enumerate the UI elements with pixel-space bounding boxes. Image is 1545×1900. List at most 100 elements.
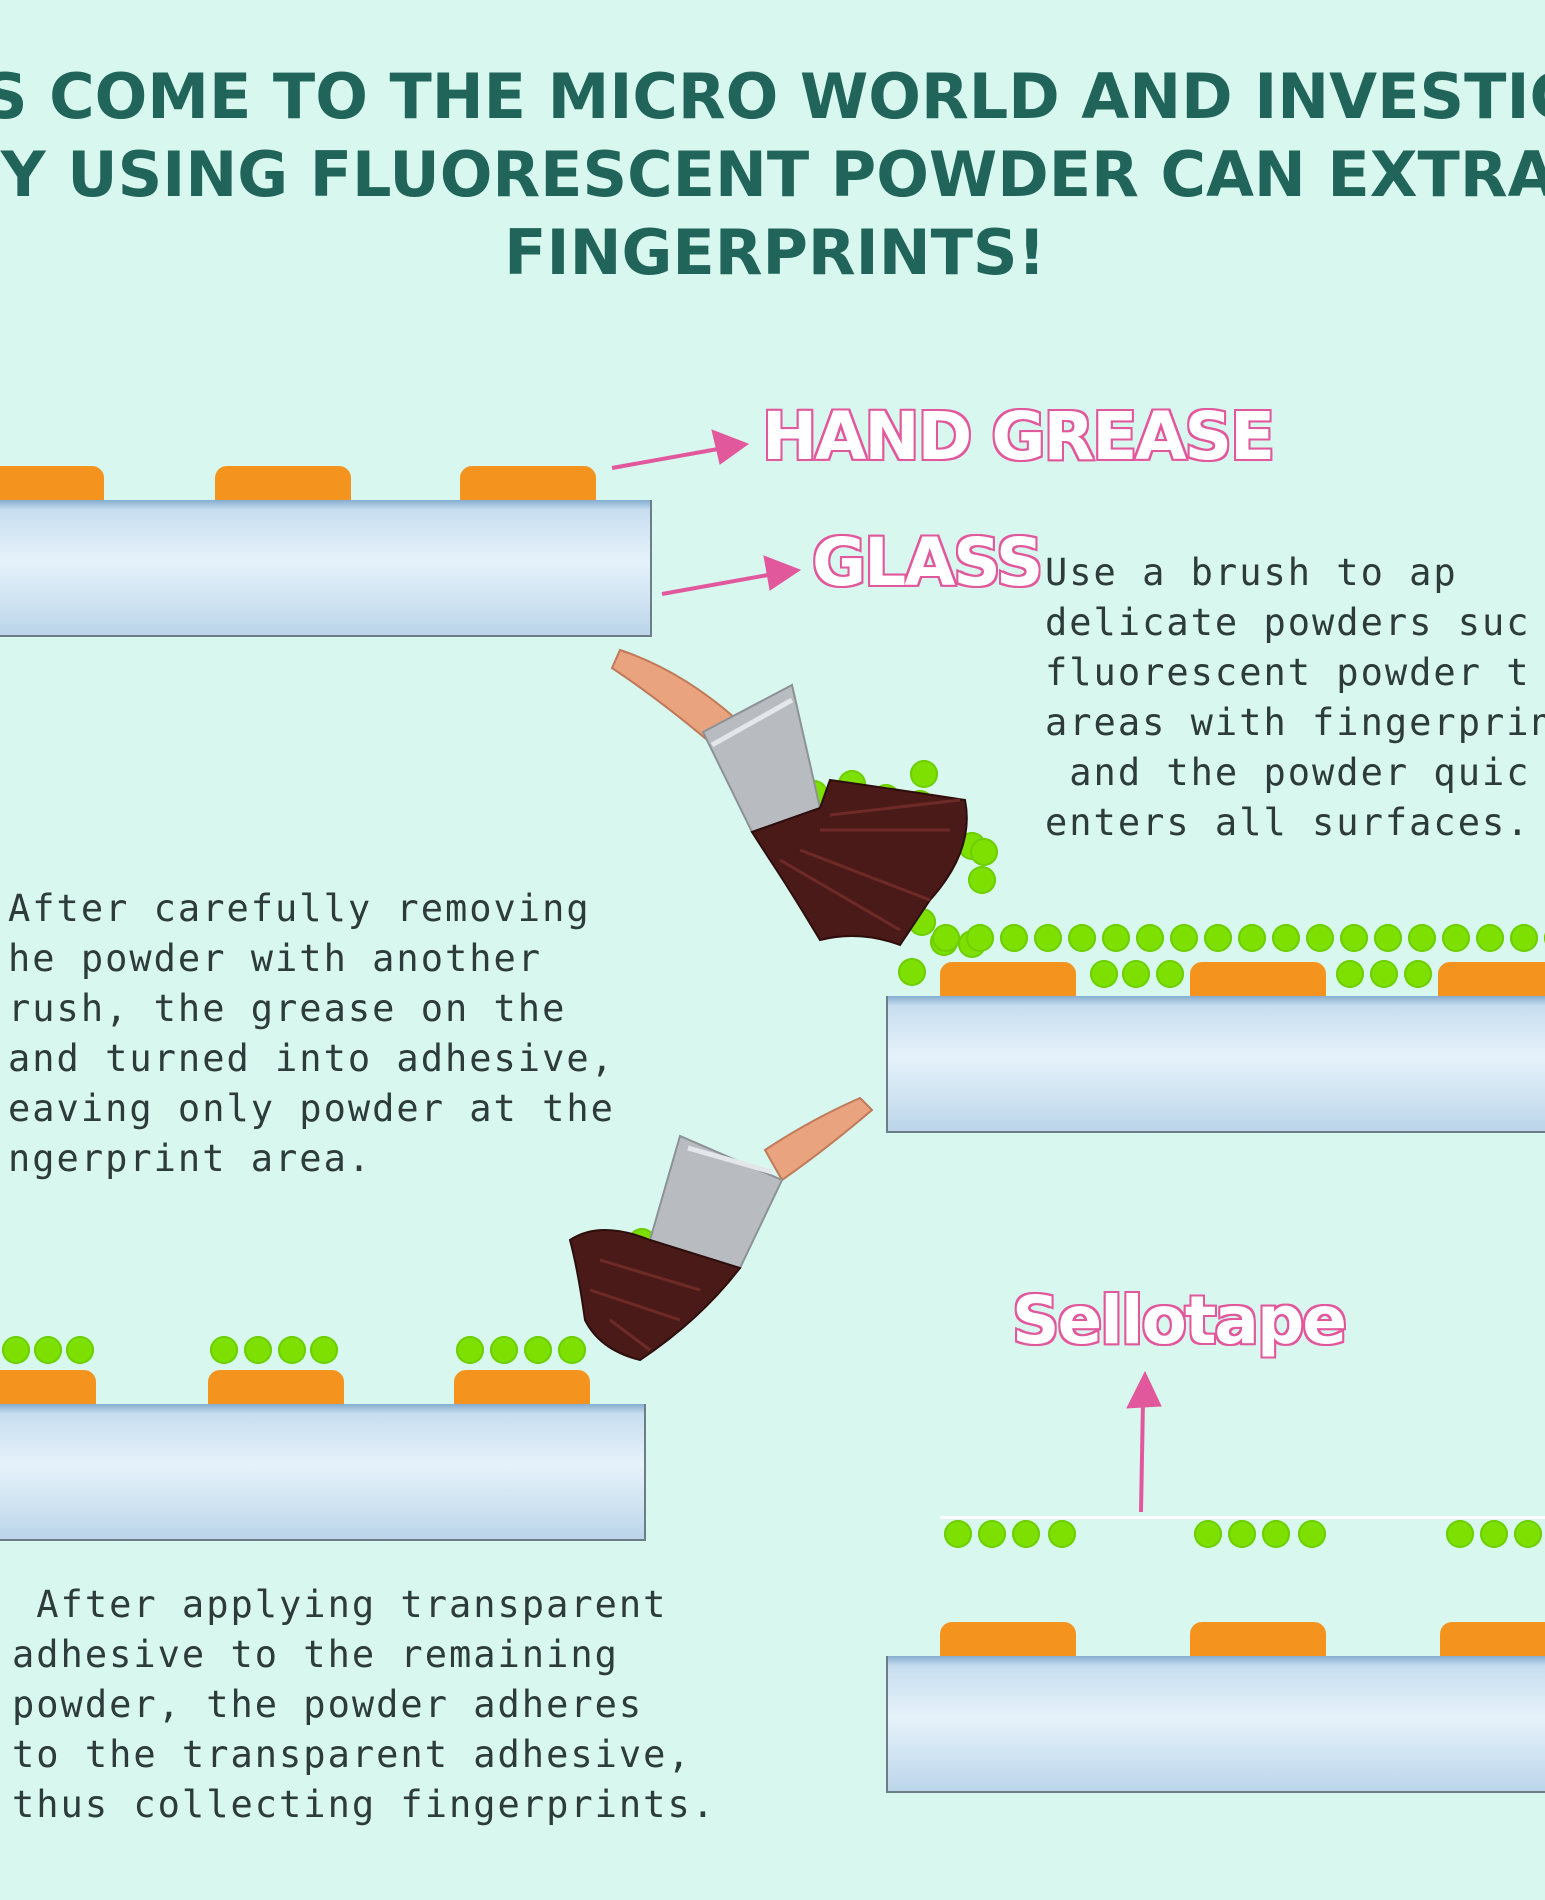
powder-dot	[34, 1336, 62, 1364]
powder-dot	[1170, 924, 1198, 952]
grease-deposit	[208, 1370, 344, 1406]
hand-grease-label: HAND GREASE	[760, 396, 1277, 477]
paintbrush-icon	[610, 648, 968, 947]
description-line: enters all surfaces.	[1045, 801, 1531, 844]
description-line: and the powder quic	[1045, 751, 1531, 794]
powder-dot	[1476, 924, 1504, 952]
powder-dot	[456, 1336, 484, 1364]
powder-dot	[1156, 960, 1184, 988]
description-line: Use a brush to ap	[1045, 551, 1458, 594]
powder-dot	[932, 924, 960, 952]
title-line-3: FINGERPRINTS!	[504, 216, 1046, 289]
description-line: areas with fingerprin	[1045, 701, 1545, 744]
description-line: eaving only powder at the	[8, 1087, 615, 1130]
description-line: adhesive to the remaining	[12, 1633, 619, 1676]
step-3-description: After applying transparent adhesive to th…	[12, 1580, 716, 1830]
powder-dot	[1446, 1520, 1474, 1548]
powder-dot	[1306, 924, 1334, 952]
grease-deposit	[460, 466, 596, 502]
description-line: ngerprint area.	[8, 1137, 373, 1180]
arrow-right-icon	[661, 555, 802, 596]
powder-dot	[970, 838, 998, 866]
powder-dot	[1204, 924, 1232, 952]
page-title: T'S COME TO THE MICRO WORLD AND INVESTIG…	[0, 58, 1545, 292]
title-line-2: HY USING FLUORESCENT POWDER CAN EXTRAC	[0, 138, 1545, 211]
grease-deposit	[1190, 962, 1326, 998]
powder-dot	[1480, 1520, 1508, 1548]
grease-deposit	[940, 1622, 1076, 1658]
description-line: he powder with another	[8, 937, 543, 980]
powder-dot	[1194, 1520, 1222, 1548]
description-line: After applying transparent	[12, 1583, 668, 1626]
powder-dot	[2, 1336, 30, 1364]
grease-deposit	[215, 466, 351, 502]
grease-deposit	[1440, 1622, 1545, 1658]
sellotape-strip	[940, 1516, 1545, 1519]
grease-deposit	[940, 962, 1076, 998]
description-line: powder, the powder adheres	[12, 1683, 644, 1726]
powder-dot	[490, 1336, 518, 1364]
powder-dot	[1238, 924, 1266, 952]
powder-dot	[66, 1336, 94, 1364]
powder-dot	[1012, 1520, 1040, 1548]
paintbrush-icon	[568, 1096, 874, 1362]
glass-slab	[0, 500, 652, 637]
powder-dot	[210, 1336, 238, 1364]
powder-dot	[1272, 924, 1300, 952]
powder-dot	[310, 1336, 338, 1364]
powder-dot	[1514, 1520, 1542, 1548]
powder-dot	[898, 958, 926, 986]
sellotape-label: Sellotape	[1010, 1280, 1349, 1361]
glass-label: GLASS	[810, 522, 1045, 603]
powder-dot	[1370, 960, 1398, 988]
grease-deposit	[454, 1370, 590, 1406]
glass-slab	[886, 996, 1545, 1133]
powder-dot	[1298, 1520, 1326, 1548]
powder-dot	[278, 1336, 306, 1364]
powder-dot	[1068, 924, 1096, 952]
glass-slab	[0, 1404, 646, 1541]
grease-deposit	[1438, 962, 1545, 998]
powder-dot	[244, 1336, 272, 1364]
arrow-up-icon	[1126, 1370, 1162, 1513]
grease-deposit	[0, 466, 104, 502]
powder-dot	[1262, 1520, 1290, 1548]
step-1-description: Use a brush to ap delicate powders suc flu…	[1045, 548, 1545, 848]
powder-dot	[1408, 924, 1436, 952]
description-line: fluorescent powder t	[1045, 651, 1531, 694]
powder-dot	[1340, 924, 1368, 952]
powder-dot	[1374, 924, 1402, 952]
powder-dot	[1404, 960, 1432, 988]
grease-deposit	[0, 1370, 96, 1406]
description-line: delicate powders suc	[1045, 601, 1531, 644]
powder-dot	[1048, 1520, 1076, 1548]
title-line-1: T'S COME TO THE MICRO WORLD AND INVESTIG…	[0, 60, 1545, 133]
powder-dot	[1000, 924, 1028, 952]
description-line: to the transparent adhesive,	[12, 1733, 692, 1776]
powder-dot	[1336, 960, 1364, 988]
powder-dot	[524, 1336, 552, 1364]
powder-dot	[978, 1520, 1006, 1548]
step-2-description: After carefully removing he powder with a…	[8, 884, 615, 1184]
powder-dot	[944, 1520, 972, 1548]
description-line: rush, the grease on the	[8, 987, 567, 1030]
powder-dot	[1136, 924, 1164, 952]
description-line: After carefully removing	[8, 887, 591, 930]
glass-slab	[886, 1656, 1545, 1793]
powder-dot	[966, 924, 994, 952]
description-line: thus collecting fingerprints.	[12, 1783, 717, 1826]
powder-dot	[558, 1336, 586, 1364]
powder-dot	[910, 760, 938, 788]
powder-dot	[1090, 960, 1118, 988]
powder-dot	[1122, 960, 1150, 988]
description-line: and turned into adhesive,	[8, 1037, 615, 1080]
powder-dot	[968, 866, 996, 894]
powder-dot	[1102, 924, 1130, 952]
powder-dot	[1034, 924, 1062, 952]
powder-dot	[1442, 924, 1470, 952]
powder-dot	[1228, 1520, 1256, 1548]
grease-deposit	[1190, 1622, 1326, 1658]
arrow-right-icon	[611, 429, 750, 470]
